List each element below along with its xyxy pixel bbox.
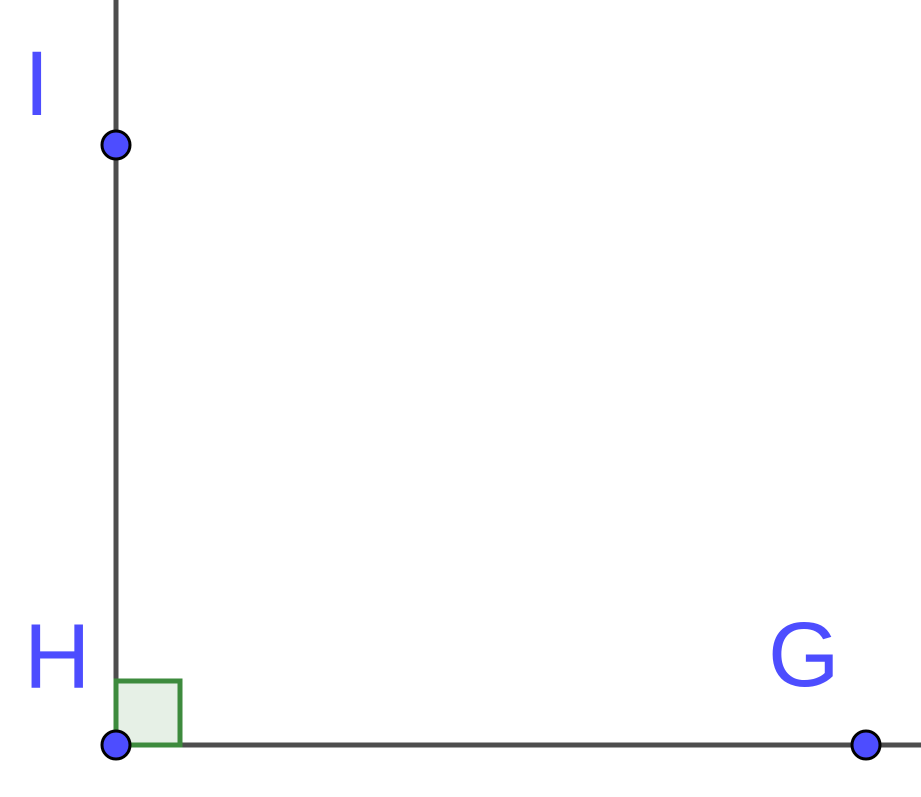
right-angle-marker: [113, 678, 183, 748]
point-label-h: H: [24, 606, 90, 708]
point-g[interactable]: [850, 729, 882, 761]
point-label-i: I: [24, 33, 50, 135]
point-label-g: G: [768, 604, 840, 706]
point-i[interactable]: [100, 129, 132, 161]
point-h[interactable]: [100, 729, 132, 761]
